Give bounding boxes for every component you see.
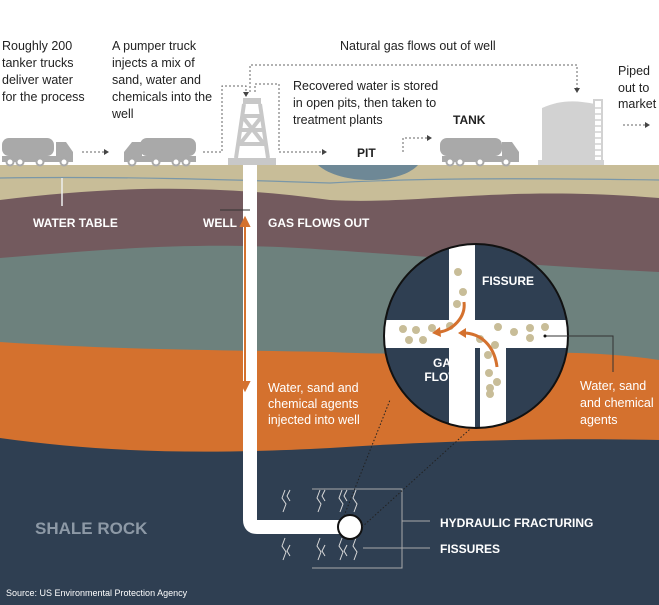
hydraulic-fracturing-label: HYDRAULIC FRACTURING (440, 516, 593, 530)
agents-pointer (545, 335, 614, 372)
pit (318, 165, 418, 180)
fissure-label: FISSURE (482, 274, 534, 288)
gas-flows-out-label: GAS FLOWS OUT (268, 216, 370, 230)
fissure-closeup (383, 243, 569, 429)
pit-label: PIT (357, 146, 376, 160)
gas-flow-caption: Natural gas flows out of well (340, 39, 496, 53)
gas-flow-arrow-icon (439, 301, 499, 368)
tank-label: TANK (453, 113, 486, 127)
zoom-focus-circle (337, 514, 363, 540)
water-table-line (0, 176, 659, 184)
callout-brackets (312, 399, 481, 569)
injection-arrow-icon (239, 215, 251, 393)
flow-arrows (82, 64, 650, 155)
source-note: Source: US Environmental Protection Agen… (6, 588, 188, 598)
pumper-truck-icon (124, 138, 196, 167)
sand-particles (399, 268, 549, 398)
tank-truck-icon (440, 138, 519, 167)
water-table-label: WATER TABLE (33, 216, 118, 230)
well-pipe (243, 165, 360, 534)
drilling-rig-icon (228, 98, 276, 165)
shale-rock-label: SHALE ROCK (35, 519, 148, 538)
storage-tank-icon (538, 99, 604, 165)
fissures-label: FISSURES (440, 542, 500, 556)
well-label: WELL (203, 216, 237, 230)
tanker-truck-icon (2, 138, 73, 167)
fissure-lines (281, 489, 358, 561)
